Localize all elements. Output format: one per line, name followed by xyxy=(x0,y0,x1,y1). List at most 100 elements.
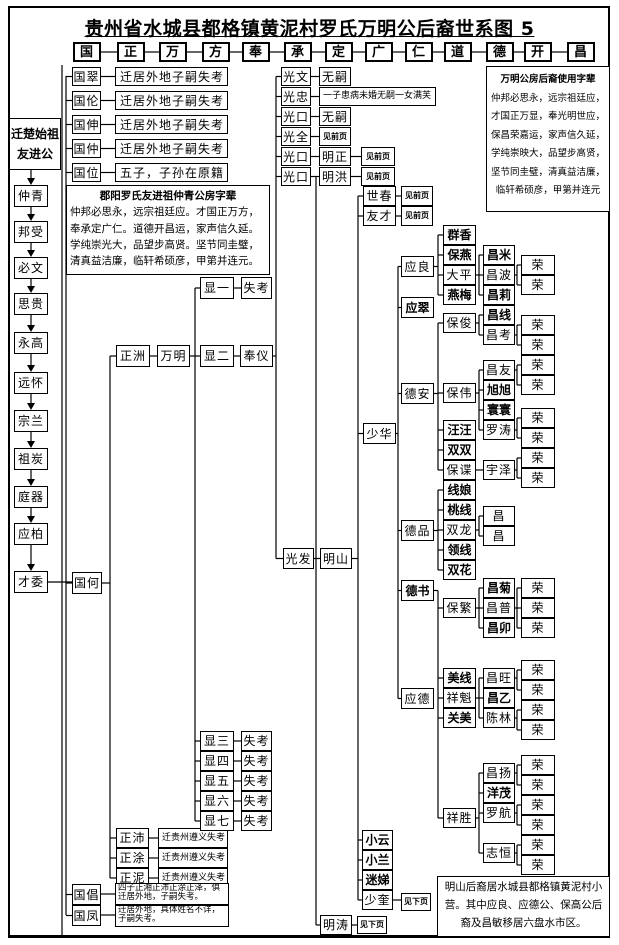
arrow-down-icon xyxy=(27,250,35,257)
person-node: 世春 xyxy=(363,186,396,206)
person-node: 国何 xyxy=(72,572,102,594)
chain-node: 才委 xyxy=(14,571,48,593)
person-node: 明正 xyxy=(319,147,351,166)
person-node: 保俊 xyxy=(443,313,476,333)
rong-node: 荣 xyxy=(521,598,555,618)
person-node: 昌乙 xyxy=(483,688,515,708)
person-node: 显四 xyxy=(200,751,234,771)
junyang-line: 奉承定广仁。道德开昌运，家声信久延。 xyxy=(70,222,259,235)
person-node: 光发 xyxy=(283,548,314,569)
person-node: 国伦 xyxy=(72,91,101,110)
person-node: 昌考 xyxy=(483,325,515,345)
arrow-down-icon xyxy=(27,178,35,185)
person-node: 保谍 xyxy=(443,460,476,480)
note-node: 失考 xyxy=(241,277,272,299)
wanming-line: 临轩希硕彦，甲第并连元 xyxy=(495,185,601,197)
rong-node: 荣 xyxy=(521,355,555,375)
person-node: 光口 xyxy=(281,167,311,186)
note-node: 无嗣 xyxy=(319,67,351,86)
note-node: 迁贵州遵义失考 xyxy=(158,828,228,848)
see-prev-node: 见前页 xyxy=(319,127,351,146)
note-node: 一子患病未婚无嗣一女满芙 xyxy=(319,87,436,106)
rong-node: 荣 xyxy=(521,815,555,835)
person-node: 国位 xyxy=(72,163,101,182)
generation-header-4: 奉 xyxy=(242,42,270,62)
rong-node: 荣 xyxy=(521,680,555,700)
person-node: 万明 xyxy=(157,345,190,367)
chart-frame xyxy=(8,6,610,938)
person-node: 宇泽 xyxy=(483,460,515,480)
person-node: 正涂 xyxy=(116,848,149,868)
rong-node: 荣 xyxy=(521,855,555,875)
generation-header-5: 承 xyxy=(284,42,312,62)
junyang-zibei-title: 郡阳罗氏友进祖仲青公房字辈 xyxy=(99,190,237,202)
person-node: 明涛 xyxy=(320,915,352,935)
note-node: 迁居外地子嗣失考 xyxy=(115,115,228,134)
generation-header-12: 昌 xyxy=(567,42,595,62)
person-node: 光全 xyxy=(281,127,311,146)
wanming-line: 才国正万显，奉光明世应， xyxy=(490,111,605,123)
generation-header-10: 德 xyxy=(486,42,514,62)
note-node: 失考 xyxy=(241,791,272,811)
person-node: 昌卯 xyxy=(483,618,515,638)
chain-node: 邦受 xyxy=(14,221,48,243)
chain-node: 宗兰 xyxy=(14,410,48,432)
person-node: 显三 xyxy=(200,731,234,751)
person-node: 昌友 xyxy=(483,360,515,380)
person-node: 显六 xyxy=(200,791,234,811)
person-node: 罗涛 xyxy=(483,420,515,440)
rong-node: 荣 xyxy=(521,835,555,855)
guofeng-note: 迁居外地，具体姓名不详，子嗣失考。 xyxy=(115,905,229,927)
wanming-line: 保昌荣嘉运，家声信久延， xyxy=(490,129,605,141)
person-node: 双花 xyxy=(443,560,476,580)
see-prev-node: 见前页 xyxy=(361,147,395,166)
generation-header-3: 方 xyxy=(202,42,230,62)
person-node: 应良 xyxy=(401,256,434,277)
note-node: 五子，子孙在原籍 xyxy=(115,163,228,182)
see-prev-node: 见前页 xyxy=(401,186,433,206)
generation-header-11: 开 xyxy=(524,42,552,62)
person-node: 志恒 xyxy=(483,843,515,863)
rong-node: 荣 xyxy=(521,468,555,488)
note-node: 无嗣 xyxy=(319,107,351,126)
note-node: 失考 xyxy=(241,731,272,751)
person-node: 正沛 xyxy=(116,828,149,848)
person-node: 德品 xyxy=(401,520,434,541)
person-node: 小云 xyxy=(362,830,393,850)
person-node: 少华 xyxy=(363,423,396,444)
generation-header-1: 正 xyxy=(117,42,145,62)
note-node: 失考 xyxy=(241,771,272,791)
person-node: 线娘 xyxy=(443,480,476,500)
ancestor-node: 迁楚始祖友进公 xyxy=(9,118,61,170)
person-node: 燕梅 xyxy=(443,285,476,305)
person-node: 德书 xyxy=(401,580,434,601)
bottom-note: 明山后裔居水城县都格镇黄泥村小营。其中应良、应德公、保高公后裔及昌敏移居六盘水市… xyxy=(437,876,610,937)
arrow-down-icon xyxy=(27,441,35,448)
person-node: 明洪 xyxy=(319,167,351,186)
junyang-line: 清真益洁廉，临轩希硕彦，甲第并连元。 xyxy=(70,255,259,268)
rong-node: 荣 xyxy=(521,315,555,335)
junyang-zibei-box: 郡阳罗氏友进祖仲青公房字辈 仲邦必思永，远宗祖廷应。才国正万方， 奉承定广仁。道… xyxy=(66,185,270,275)
chain-node: 应柏 xyxy=(14,523,48,545)
see-next-node: 见下页 xyxy=(357,916,387,934)
generation-header-8: 仁 xyxy=(405,42,433,62)
person-node: 国倡 xyxy=(72,884,101,905)
chain-node: 永高 xyxy=(14,332,48,354)
person-node: 双双 xyxy=(443,440,476,460)
person-node: 正洲 xyxy=(116,345,150,367)
chain-node: 庭器 xyxy=(14,486,48,508)
generation-header-7: 广 xyxy=(365,42,393,62)
rong-node: 荣 xyxy=(521,408,555,428)
note-node: 失考 xyxy=(241,811,272,831)
person-node: 关美 xyxy=(443,708,476,728)
person-node: 少奎 xyxy=(362,890,393,910)
person-node: 大平 xyxy=(443,265,476,285)
chain-node: 必文 xyxy=(14,257,48,279)
rong-node: 荣 xyxy=(521,578,555,598)
person-node: 昌线 xyxy=(483,305,515,325)
rong-node: 荣 xyxy=(521,795,555,815)
rong-node: 荣 xyxy=(521,700,555,720)
junyang-line: 仲邦必思永，远宗祖廷应。才国正万方， xyxy=(70,206,259,219)
person-node: 美线 xyxy=(443,668,476,688)
